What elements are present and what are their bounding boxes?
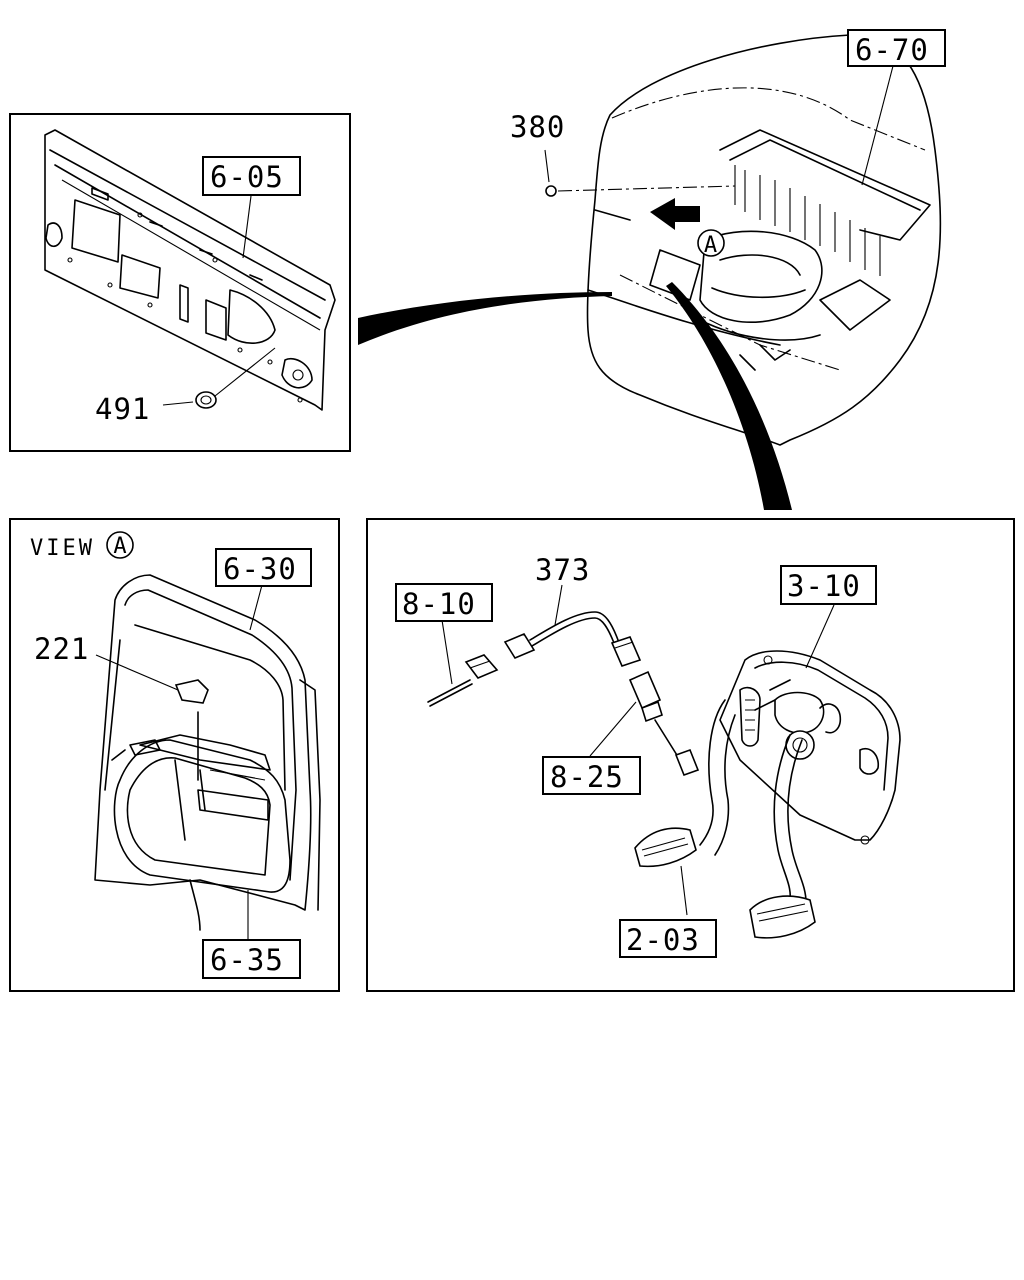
callout-box-8-25 [542, 756, 641, 795]
part-380-grommet [545, 185, 557, 197]
callout-box-6-35 [202, 939, 301, 979]
part-label-221: 221 [34, 632, 89, 666]
connector-sweep-to-pedals [666, 282, 792, 510]
callout-box-6-30 [215, 548, 312, 587]
callout-box-2-03 [619, 919, 717, 958]
callout-box-8-10 [395, 583, 493, 622]
panel-view-a-frame [9, 518, 340, 992]
callout-6-35: 6-35 [210, 943, 284, 977]
cab-overview-illustration: A [544, 34, 942, 446]
part-221-pad [174, 679, 209, 704]
view-a-marker-circle [697, 229, 725, 257]
view-a-marker-letter: A [704, 233, 718, 258]
door-trim-illustration [94, 574, 321, 940]
view-label-marker-letter: A [113, 534, 126, 559]
callout-3-10: 3-10 [787, 569, 861, 603]
pedal-assembly-illustration [634, 604, 901, 939]
callout-box-3-10 [780, 565, 877, 605]
part-491-grommet [195, 391, 217, 409]
callout-8-25: 8-25 [550, 760, 624, 794]
dash-ribs [734, 165, 881, 276]
view-label: VIEW [30, 536, 95, 561]
callout-6-05: 6-05 [210, 160, 284, 194]
dash-panel-illustration [44, 129, 336, 411]
callout-2-03: 2-03 [626, 923, 700, 957]
callout-6-30: 6-30 [223, 552, 297, 586]
part-label-373: 373 [535, 553, 590, 587]
callout-8-10: 8-10 [402, 587, 476, 621]
part-label-491: 491 [95, 392, 150, 426]
callout-box-6-05 [202, 156, 301, 196]
harness-illustration [427, 584, 700, 777]
view-label-marker-circle [106, 531, 134, 559]
view-direction-arrow [650, 198, 700, 230]
part-label-380: 380 [510, 110, 565, 144]
callout-box-6-70 [847, 29, 946, 67]
connector-sweep-to-panel [358, 292, 612, 345]
callout-6-70: 6-70 [855, 33, 929, 67]
